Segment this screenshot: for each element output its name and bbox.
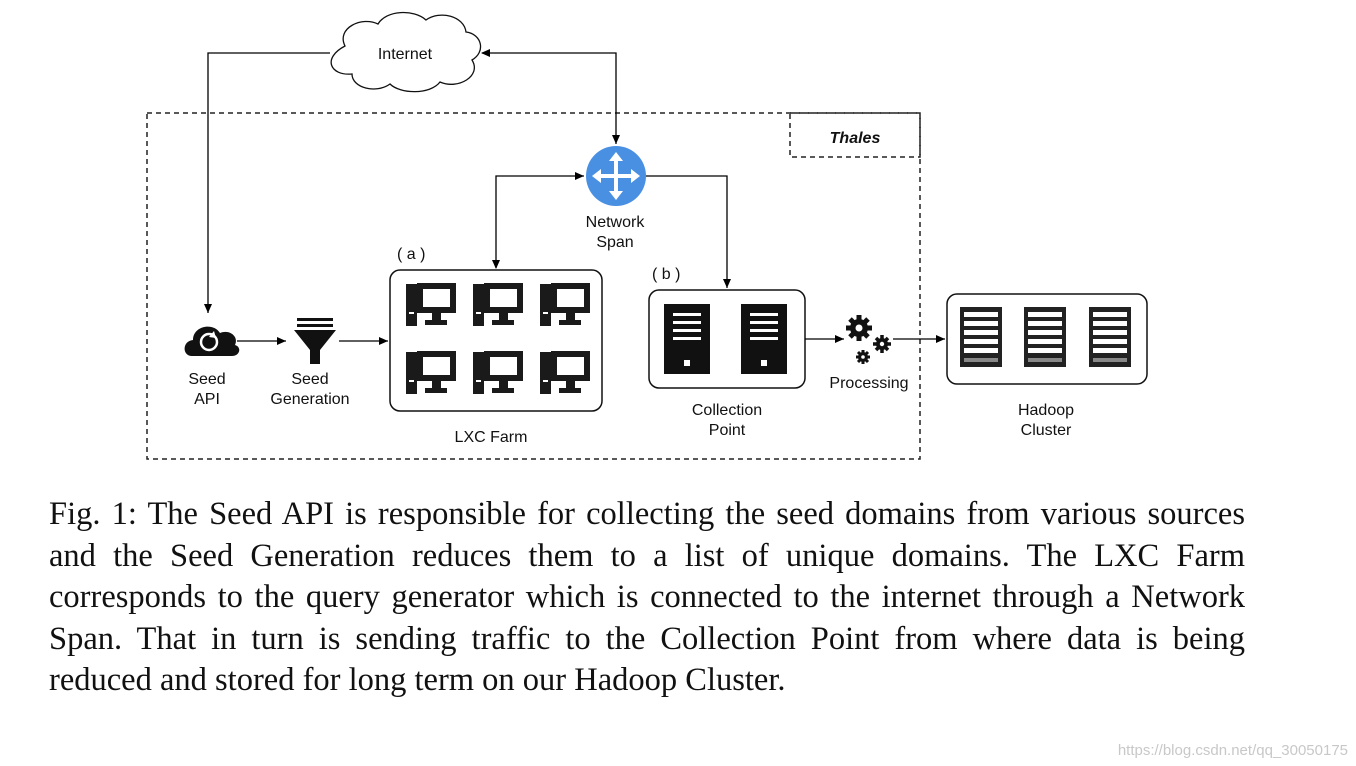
thales-boundary [146, 112, 921, 460]
funnel-icon [294, 318, 336, 364]
seed-api-label: Seed [188, 371, 225, 388]
network-span-label-2: Span [596, 234, 633, 251]
hadoop-cluster-label: Hadoop [1018, 402, 1074, 419]
network-span-icon [586, 146, 646, 206]
watermark: https://blog.csdn.net/qq_30050175 [1117, 742, 1348, 759]
arrow-lxc-network-span [492, 172, 584, 269]
thales-label-box [789, 112, 921, 158]
label-a: ( a ) [397, 246, 425, 263]
rack-server-icon [1089, 307, 1131, 367]
seed-api-label-2: API [194, 391, 220, 408]
arrow-internet-network-span [481, 49, 620, 144]
caption-line: sources and the Seed Generation reduces … [49, 496, 1245, 574]
network-span-label: Network [586, 214, 646, 231]
caption-line: Fig. 1: The Seed API is responsible for … [49, 496, 1137, 532]
thales-label: Thales [830, 130, 881, 147]
processing-label: Processing [829, 375, 908, 392]
lxc-farm-label: LXC Farm [455, 429, 528, 446]
architecture-diagram: Thales Internet Network Span Seed API Se… [146, 11, 1148, 460]
rack-server-icon [1024, 307, 1066, 367]
seed-generation-label: Seed [291, 371, 328, 388]
caption-line: Cluster. [685, 662, 786, 698]
internet-label: Internet [378, 46, 433, 63]
arrow-span-to-collection [646, 175, 731, 288]
server-icon [741, 304, 787, 374]
label-b: ( b ) [652, 266, 680, 283]
collection-point-label: Collection [692, 402, 762, 419]
gears-icon [846, 315, 891, 364]
caption-line: LXC Farm corresponds to the query genera… [49, 537, 1246, 616]
collection-point-label-2: Point [709, 422, 746, 439]
figure-caption: Fig. 1: The Seed API is responsible for … [49, 494, 1245, 702]
arrow-internet-to-seed-api [204, 52, 330, 313]
caption-line: through a Network Span. That in turn is … [49, 579, 1246, 657]
internet-cloud [330, 11, 482, 93]
server-icon [664, 304, 710, 374]
hadoop-cluster-label-2: Cluster [1021, 422, 1072, 439]
rack-server-icon [960, 307, 1002, 367]
seed-generation-label-2: Generation [270, 391, 349, 408]
seed-api-cloud-icon [184, 326, 240, 356]
caption-line: from where data is being reduced and sto… [49, 620, 1245, 699]
